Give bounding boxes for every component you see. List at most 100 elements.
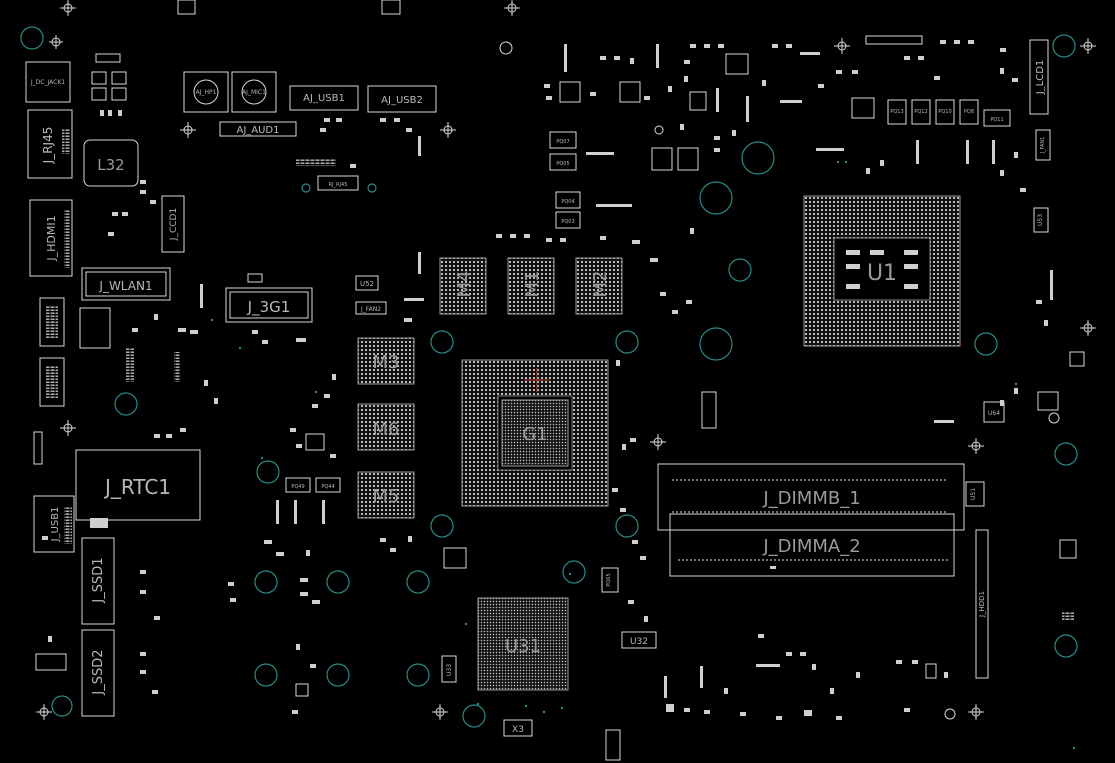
via-markers — [210, 160, 1076, 750]
mic-jack: AJ_MIC1 — [231, 71, 277, 113]
u33-chip: U33 — [441, 655, 457, 683]
rj45-connector: J_RJ45 — [27, 109, 73, 179]
u33-label: U33 — [446, 664, 453, 676]
dimmb-label: J_DIMMB_1 — [762, 488, 860, 509]
hdd-label: J_HDD1 — [978, 591, 986, 618]
audio-board-connector: AJ_AUD1 — [219, 121, 297, 137]
pq44-part: PQ44 — [315, 477, 341, 493]
cpu-socket-u1: U1 — [803, 195, 961, 347]
u52-label: U52 — [360, 280, 374, 288]
pq49-label: PQ49 — [291, 484, 304, 490]
usb1-connector: J_USB1 — [33, 495, 75, 553]
pq11-label: PQ11 — [990, 117, 1003, 123]
gpu-g1: G1 — [461, 359, 609, 507]
vram-m5: M5 — [357, 471, 415, 519]
vram-m4: M4 — [439, 257, 487, 315]
pq13-label: PQ13 — [890, 109, 903, 115]
pq12-part: PQ12 — [911, 99, 931, 125]
rj45-label: J_RJ45 — [41, 127, 55, 165]
m6-label: M6 — [373, 419, 400, 440]
u51-chip: U51 — [965, 481, 985, 507]
mounting-hole — [20, 26, 44, 50]
vram-m3: M3 — [357, 337, 415, 385]
m5-label: M5 — [373, 486, 400, 507]
dimm-slot-a: J_DIMMA_2 — [669, 513, 955, 577]
pq13-part: PQ13 — [887, 99, 907, 125]
pq8-part: PQ8 — [959, 99, 979, 125]
vram-m2: M2 — [575, 257, 623, 315]
hdmi-connector: J_HDMI1 — [29, 199, 73, 277]
pq10-part: PQ10 — [935, 99, 955, 125]
ssd2-connector: J_SSD2 — [81, 629, 115, 717]
x3-label: X3 — [512, 725, 524, 735]
u64-chip: U64 — [983, 401, 1005, 423]
u52-chip: U52 — [355, 275, 379, 291]
u53-label: U53 — [1037, 214, 1044, 226]
fan1-label: J_FAN1 — [1040, 137, 1046, 155]
pq07-part: PQ07 — [549, 131, 577, 149]
pq05-part: PQ05 — [549, 153, 577, 171]
pq11-part: PQ11 — [983, 109, 1011, 127]
usb1-label: AJ_USB1 — [303, 93, 345, 104]
left-usb-port-a — [39, 297, 65, 347]
audio-label: AJ_AUD1 — [236, 125, 279, 136]
fan2-connector: J_FAN2 — [355, 301, 387, 315]
g1-label: G1 — [522, 424, 547, 445]
ccd-connector: J_CCD1 — [161, 195, 185, 253]
l32-label: L32 — [97, 156, 124, 174]
crystal-x3: X3 — [503, 719, 533, 737]
headphone-jack: AJ_HP1 — [183, 71, 229, 113]
pq65-label: PQ65 — [606, 573, 612, 586]
smd-components — [42, 40, 1053, 720]
m2-label: M2 — [590, 271, 611, 298]
lcd-label: J_LCD1 — [1035, 60, 1046, 96]
dimma-label: J_DIMMA_2 — [762, 536, 860, 557]
ccd-label: J_CCD1 — [169, 208, 179, 241]
pq65-part: PQ65 — [601, 567, 619, 593]
usb1-port: AJ_USB1 — [289, 85, 359, 111]
mic-label: AJ_MIC1 — [242, 89, 266, 96]
jusb1-label: J_USB1 — [50, 507, 61, 543]
wlan-connector: J_WLAN1 — [81, 267, 171, 301]
u31-label: U31 — [505, 636, 541, 657]
u53-chip: U53 — [1033, 207, 1049, 233]
left-usb-port-b — [39, 357, 65, 407]
ssd2-label: J_SSD2 — [91, 649, 106, 695]
dc-jack-label: J_DC_JACK1 — [30, 79, 65, 86]
wlan-label: J_WLAN1 — [98, 279, 152, 293]
fiducial-top-left — [60, 0, 76, 16]
rj-rj45-label: RJ_RJ45 — [329, 182, 348, 188]
hp-label: AJ_HP1 — [196, 89, 217, 96]
fan2-label: J_FAN2 — [360, 306, 381, 313]
pq10-label: PQ10 — [938, 109, 951, 115]
pq04-label: PQ04 — [561, 199, 574, 205]
vram-m6: M6 — [357, 403, 415, 451]
u32-chip: U32 — [621, 631, 657, 649]
pq03-label: PQ03 — [561, 219, 574, 225]
m4-label: M4 — [454, 271, 475, 298]
pq44-label: PQ44 — [321, 484, 334, 490]
rtc-connector: J_RTC1 — [75, 449, 201, 521]
lcd-connector: J_LCD1 — [1029, 39, 1049, 115]
dc-jack-connector: J_DC_JACK1 — [25, 61, 71, 103]
3g-connector: J_3G1 — [225, 287, 313, 323]
m1-label: M1 — [522, 271, 543, 298]
pq07-label: PQ07 — [556, 139, 569, 145]
pq49-part: PQ49 — [285, 477, 311, 493]
fan1-connector: J_FAN1 — [1035, 129, 1051, 161]
hdd-connector: J_HDD1 — [975, 529, 989, 679]
chipset-u31: U31 — [477, 597, 569, 691]
u51-label: U51 — [970, 488, 977, 500]
ssd1-connector: J_SSD1 — [81, 537, 115, 625]
pq12-label: PQ12 — [914, 109, 927, 115]
u1-label: U1 — [867, 261, 897, 286]
pq04-part: PQ04 — [555, 191, 581, 209]
pq8-label: PQ8 — [964, 109, 974, 115]
rtc-label: J_RTC1 — [103, 475, 171, 499]
ssd1-label: J_SSD1 — [91, 557, 106, 603]
vram-m1: M1 — [507, 257, 555, 315]
hdmi-label: J_HDMI1 — [45, 215, 58, 261]
m3-label: M3 — [373, 352, 400, 373]
usb2-port: AJ_USB2 — [367, 85, 437, 113]
